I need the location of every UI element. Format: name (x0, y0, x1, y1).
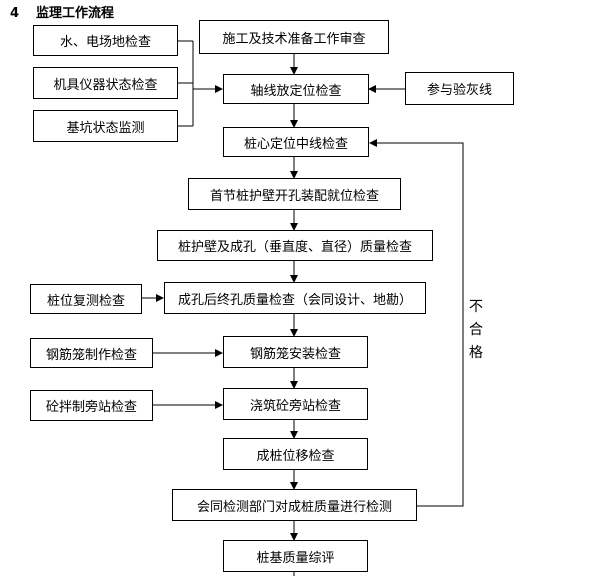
box-machine-check: 机具仪器状态检查 (33, 67, 178, 99)
box-grey-line: 参与验灰线 (405, 72, 514, 105)
feedback-char-3: 格 (469, 345, 483, 361)
box-pouring: 浇筑砼旁站检查 (223, 388, 368, 420)
box-displacement: 成桩位移检查 (223, 438, 368, 470)
box-concrete-mix: 砼拌制旁站检查 (30, 390, 153, 421)
box-quality-test: 会同检测部门对成桩质量进行检测 (172, 489, 417, 521)
feedback-label: 不 合 格 (467, 296, 485, 365)
feedback-char-2: 合 (469, 322, 483, 338)
box-axis-layout: 轴线放定位检查 (223, 74, 369, 104)
feedback-loop (369, 139, 464, 507)
box-water-power-check: 水、电场地检查 (33, 25, 178, 56)
box-cage-make: 钢筋笼制作检查 (30, 338, 153, 368)
box-cage-install: 钢筋笼安装检查 (223, 336, 368, 368)
box-pit-monitor: 基坑状态监测 (33, 110, 178, 142)
section-number: 4 (10, 6, 20, 21)
box-pile-center: 桩心定位中线检查 (223, 127, 369, 157)
box-hole-quality: 成孔后终孔质量检查（会同设计、地勘） (164, 282, 426, 314)
feedback-char-1: 不 (469, 299, 483, 315)
section-heading: 4 监理工作流程 (10, 2, 114, 21)
box-wall-quality: 桩护壁及成孔（垂直度、直径）质量检查 (157, 230, 433, 261)
box-pile-recheck: 桩位复测检查 (30, 284, 142, 314)
box-evaluation: 桩基质量综评 (223, 540, 368, 572)
box-first-section: 首节桩护壁开孔装配就位检查 (188, 178, 401, 210)
section-title: 监理工作流程 (36, 6, 115, 21)
box-construction-review: 施工及技术准备工作审查 (199, 20, 389, 54)
